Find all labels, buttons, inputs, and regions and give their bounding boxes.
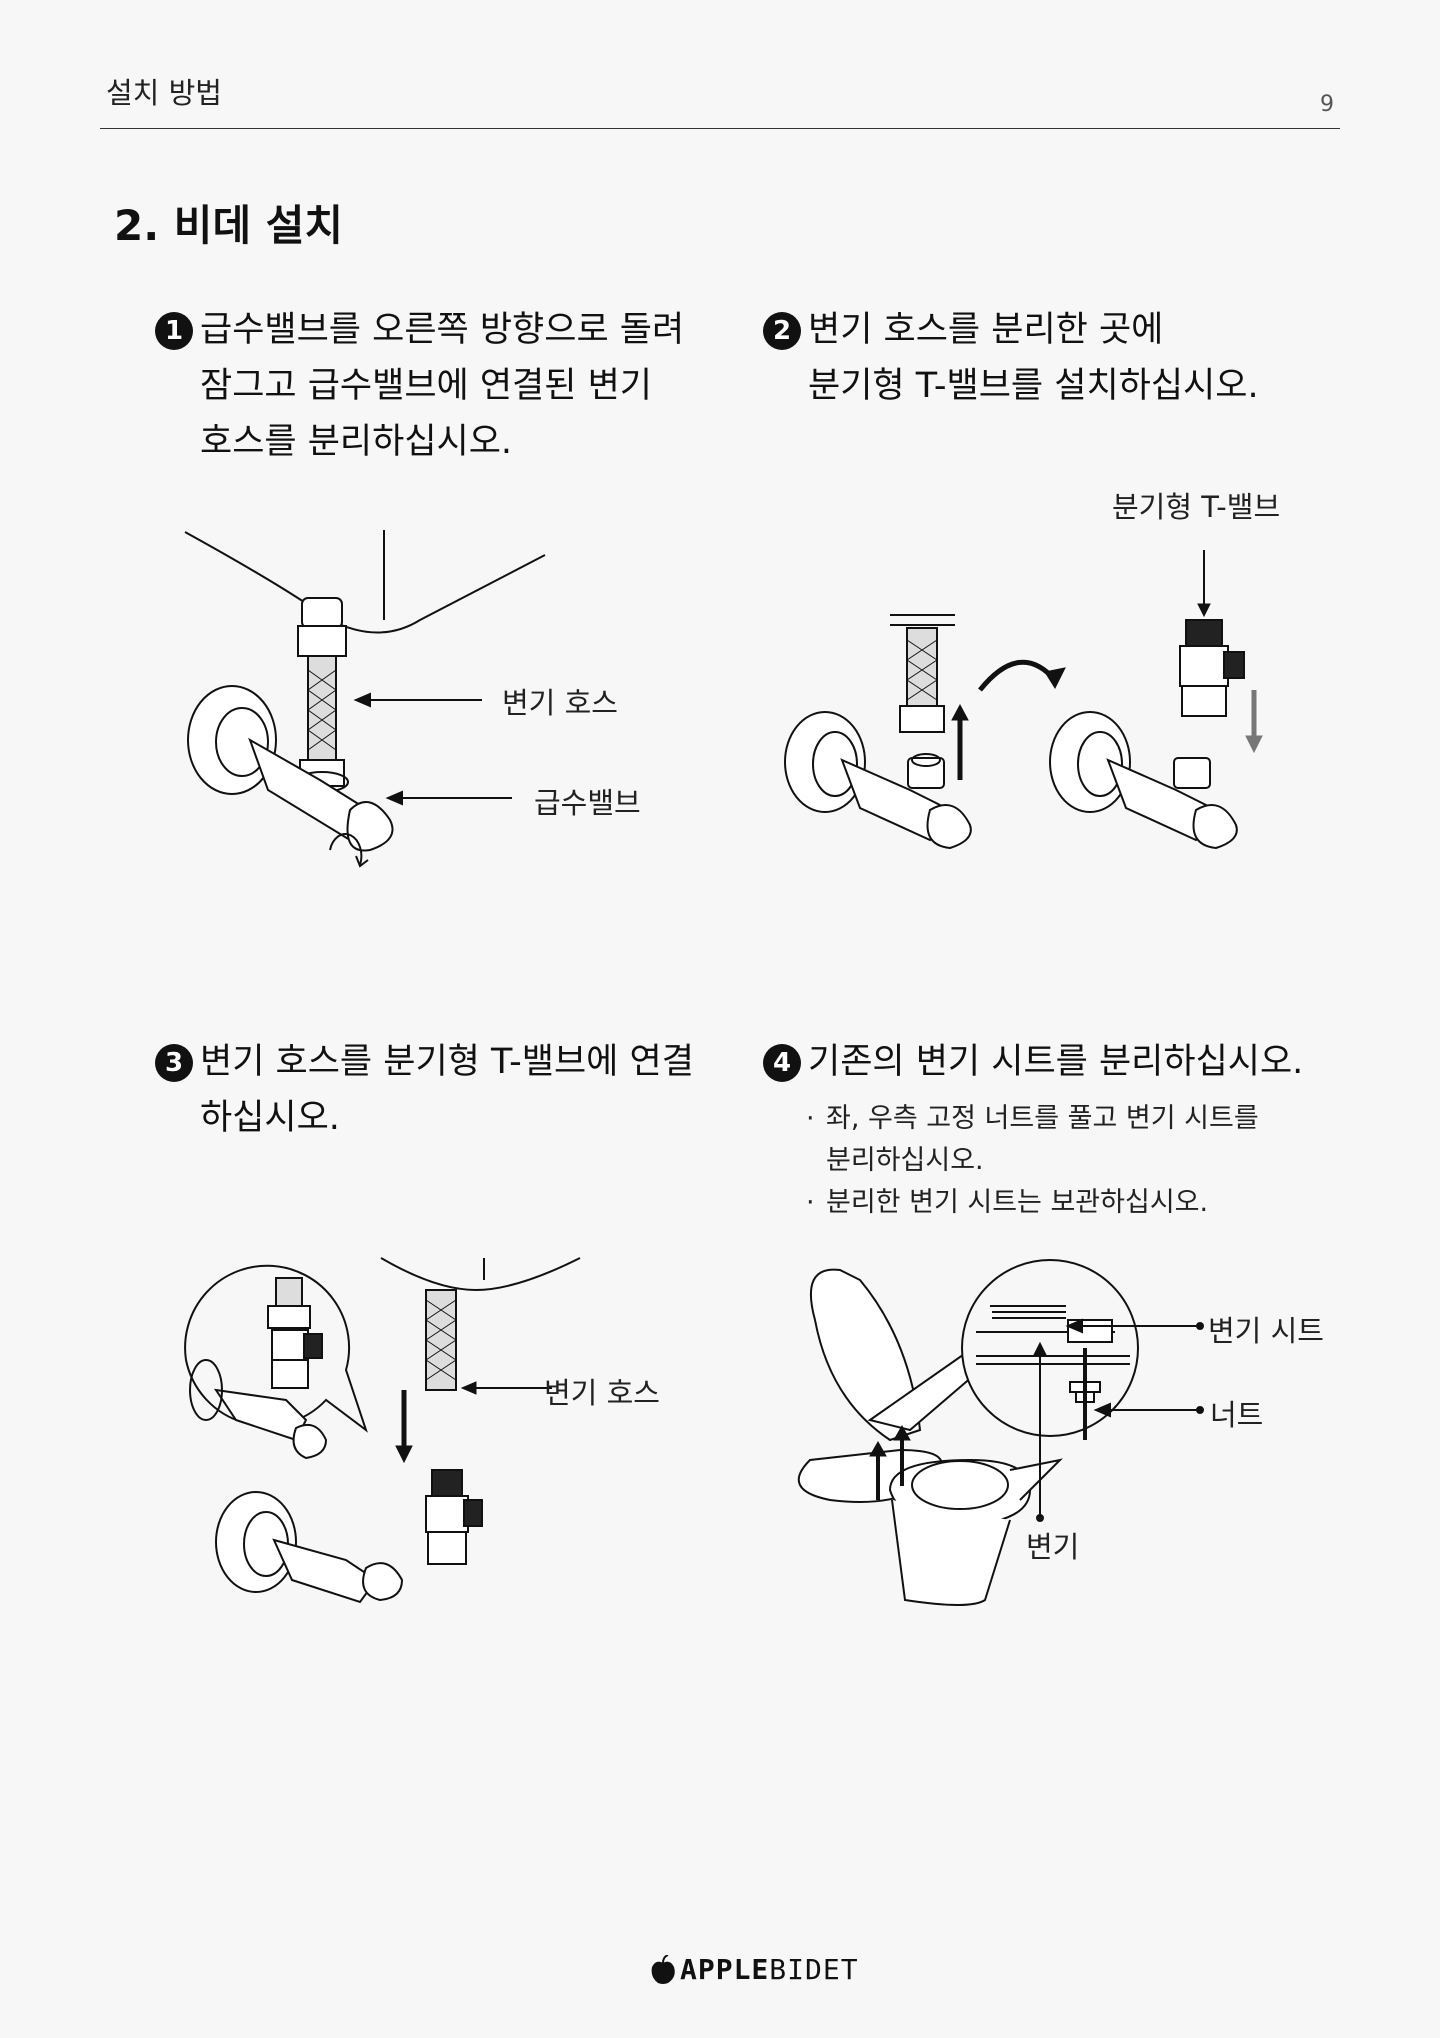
label-toilet-hose-connect: 변기 호스 bbox=[544, 1376, 660, 1410]
bullet-item: ·좌, 우측 고정 너트를 풀고 변기 시트를 bbox=[806, 1103, 1259, 1134]
section-title: 2. 비데 설치 bbox=[114, 201, 343, 250]
step-2-line: 분기형 T-밸브를 설치하십시오. bbox=[808, 366, 1259, 406]
label-toilet-seat: 변기 시트 bbox=[1208, 1314, 1324, 1348]
label-water-valve: 급수밸브 bbox=[534, 786, 641, 820]
step-2: 2 변기 호스를 분리한 곳에 분기형 T-밸브를 설치하십시오. bbox=[763, 302, 1259, 414]
step-1-line: 잠그고 급수밸브에 연결된 변기 bbox=[200, 366, 652, 406]
step-number-4: 4 bbox=[763, 1044, 801, 1082]
figure-connect-hose bbox=[176, 1250, 576, 1610]
step-1-line: 호스를 분리하십시오. bbox=[200, 422, 513, 462]
brand-logo: APPLEBIDET bbox=[650, 1953, 859, 1986]
figure-toilet-seat bbox=[770, 1260, 1190, 1620]
step-1-line: 급수밸브를 오른쪽 방향으로 돌려 bbox=[200, 310, 685, 350]
label-toilet-hose: 변기 호스 bbox=[502, 686, 618, 720]
header-divider bbox=[100, 128, 1340, 129]
label-t-valve: 분기형 T-밸브 bbox=[1112, 490, 1281, 524]
apple-icon bbox=[651, 1954, 675, 1984]
step-number-1: 1 bbox=[155, 312, 193, 350]
step-2-line: 변기 호스를 분리한 곳에 bbox=[808, 310, 1164, 350]
header-title: 설치 방법 bbox=[106, 76, 222, 110]
label-toilet: 변기 bbox=[1026, 1530, 1080, 1564]
step-number-3: 3 bbox=[155, 1044, 193, 1082]
page-number: 9 bbox=[1320, 92, 1334, 117]
step-1: 1 급수밸브를 오른쪽 방향으로 돌려 잠그고 급수밸브에 연결된 변기 호스를… bbox=[155, 302, 685, 470]
brand-name: APPLEBIDET bbox=[680, 1953, 859, 1986]
step-3-line: 하십시오. bbox=[200, 1098, 340, 1138]
step-4: 4 기존의 변기 시트를 분리하십시오. bbox=[763, 1034, 1304, 1090]
label-nut: 너트 bbox=[1210, 1398, 1264, 1432]
bullet-item-continuation: 분리하십시오. bbox=[826, 1145, 984, 1176]
step-3: 3 변기 호스를 분기형 T-밸브에 연결 하십시오. bbox=[155, 1034, 694, 1146]
bullet-item: ·분리한 변기 시트는 보관하십시오. bbox=[806, 1187, 1209, 1218]
step-4-line: 기존의 변기 시트를 분리하십시오. bbox=[808, 1042, 1304, 1082]
figure-install-tvalve bbox=[780, 540, 1300, 860]
step-4-bullets: ·좌, 우측 고정 너트를 풀고 변기 시트를 분리하십시오. ·분리한 변기 … bbox=[806, 1098, 1259, 1224]
step-number-2: 2 bbox=[763, 312, 801, 350]
figure-valve-hose bbox=[170, 520, 530, 870]
step-3-line: 변기 호스를 분기형 T-밸브에 연결 bbox=[200, 1042, 694, 1082]
